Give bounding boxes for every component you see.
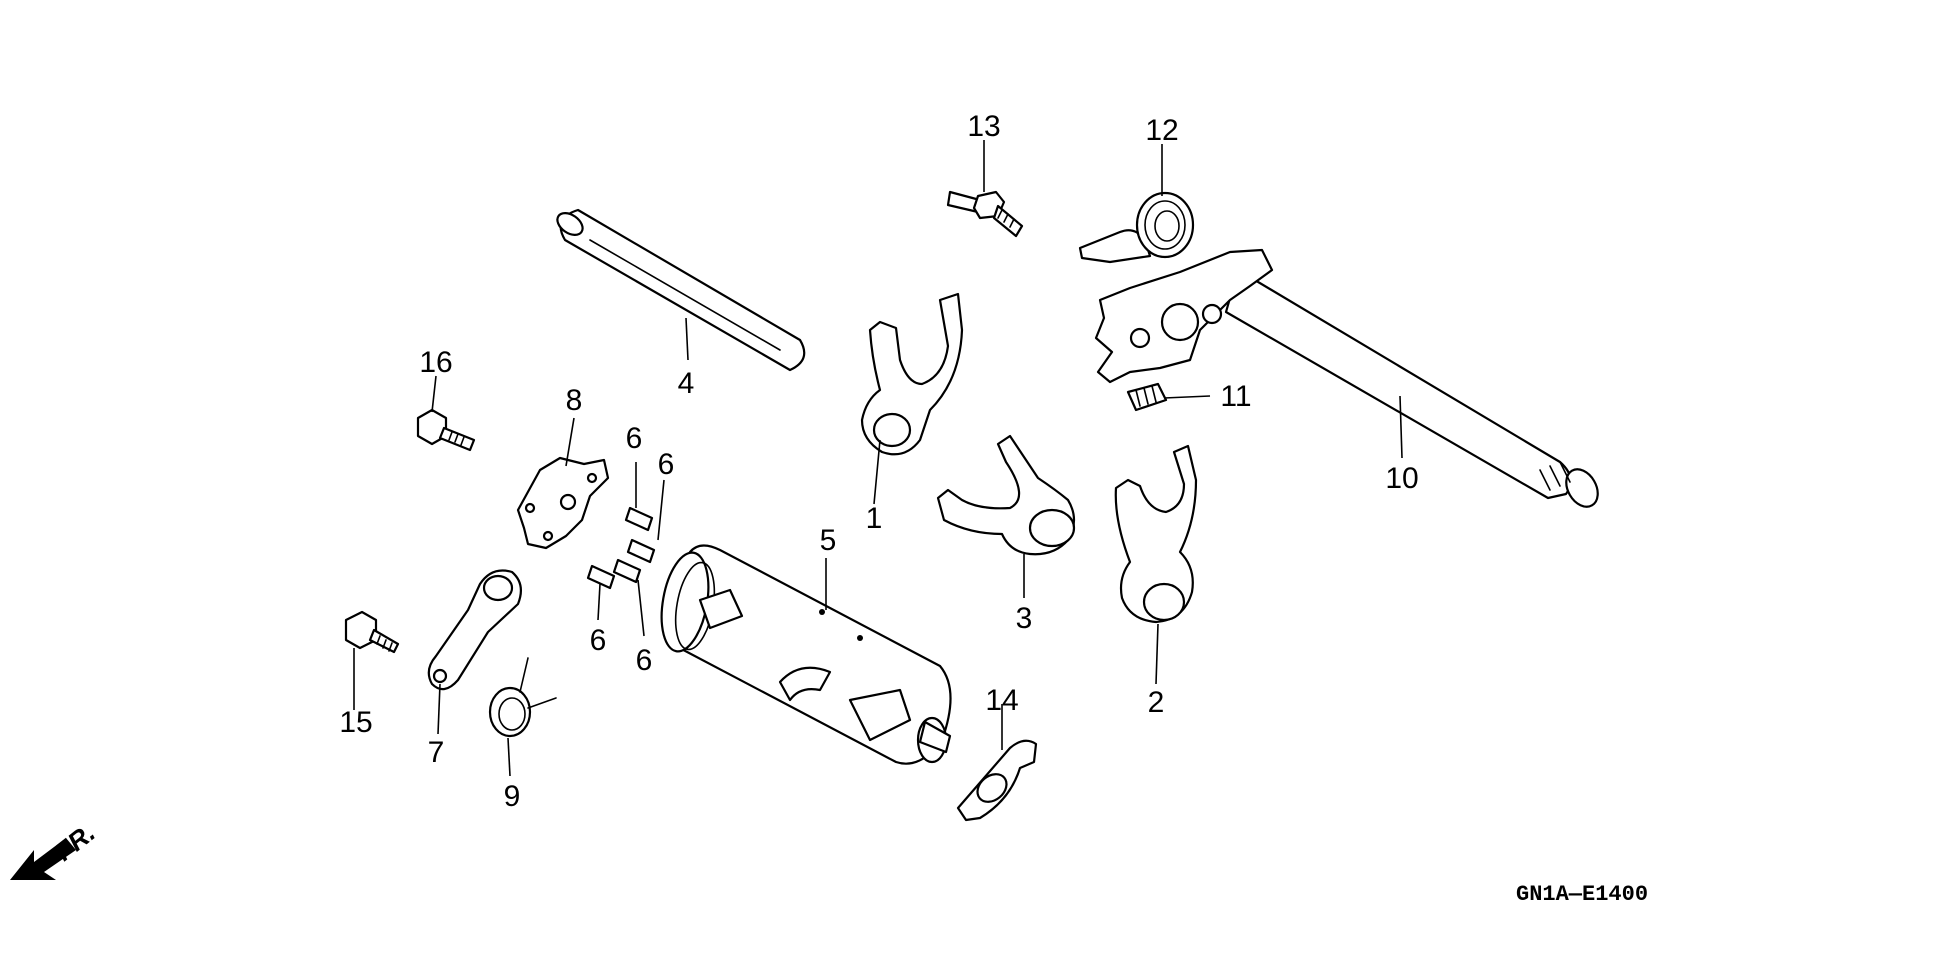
return-spring: [1078, 191, 1195, 264]
callout-6d: 6: [636, 644, 653, 677]
callout-9: 9: [504, 780, 521, 813]
drum-center-plate: [516, 456, 610, 550]
gearshift-drum: [660, 544, 952, 765]
callout-15: 15: [339, 706, 372, 739]
callout-1: 1: [866, 502, 883, 535]
front-arrow-icon: [10, 838, 76, 880]
callouts: 1 2 3 4 5 6 6 6 6 7 8 9 10 11 12 13 14 1…: [339, 110, 1418, 813]
callout-6a: 6: [626, 422, 643, 455]
bolt-16: [416, 408, 476, 452]
callout-2: 2: [1148, 686, 1165, 719]
fork-shaft: [556, 208, 806, 372]
callout-14: 14: [985, 684, 1018, 717]
shift-fork-3: [936, 434, 1076, 556]
callout-8: 8: [566, 384, 583, 417]
callout-16: 16: [419, 346, 452, 379]
callout-12: 12: [1145, 114, 1178, 147]
callout-10: 10: [1385, 462, 1418, 495]
shift-fork-2: [1114, 444, 1198, 624]
callout-13: 13: [967, 110, 1000, 143]
stopper-arm: [427, 569, 523, 691]
pins: [586, 506, 656, 590]
callout-6c: 6: [590, 624, 607, 657]
bearing-set-plate: [956, 739, 1038, 822]
pin-bolt: [946, 190, 1024, 238]
callout-4: 4: [678, 367, 695, 400]
callout-6b: 6: [658, 448, 675, 481]
leader-lines: [353, 140, 1403, 777]
stopper-spring: [488, 657, 557, 738]
spring-11: [1126, 382, 1168, 412]
callout-5: 5: [820, 524, 837, 557]
diagram-code: GN1A—E1400: [1516, 882, 1648, 907]
callout-11: 11: [1220, 380, 1251, 413]
callout-3: 3: [1016, 602, 1033, 635]
front-direction-marker: FR.: [10, 817, 101, 880]
bolt-15: [344, 610, 400, 654]
shift-fork-1: [860, 292, 964, 456]
gearshift-spindle: [1094, 248, 1599, 508]
callout-7: 7: [428, 736, 445, 769]
